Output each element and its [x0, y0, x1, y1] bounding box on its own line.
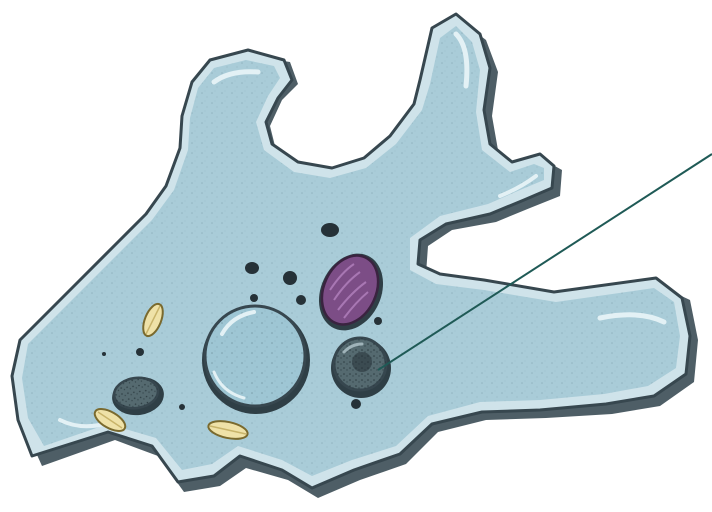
contractile-vacuole: [202, 306, 310, 414]
